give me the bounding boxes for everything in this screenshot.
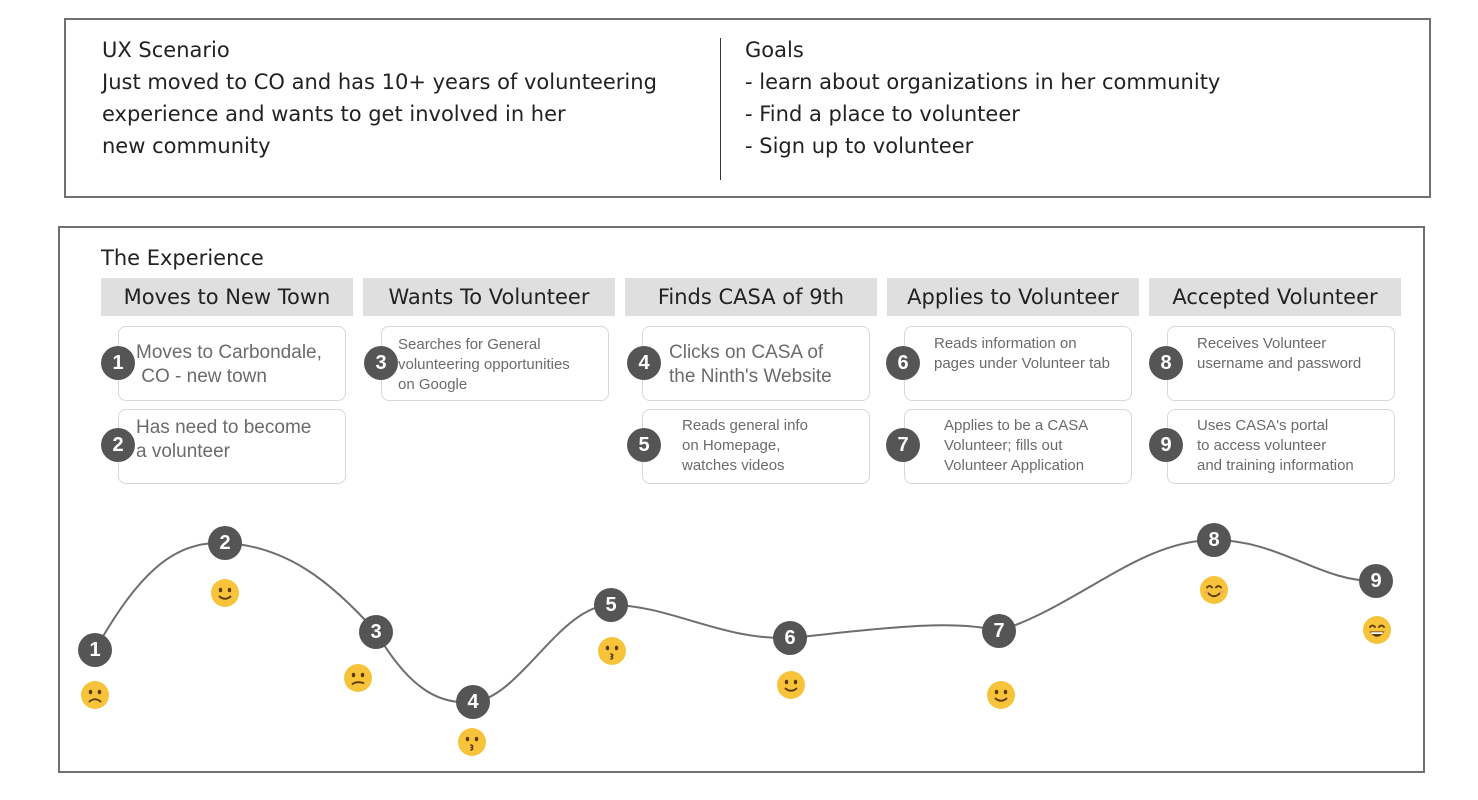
grinning-face-icon <box>1363 616 1391 644</box>
goals-title: Goals <box>745 38 804 62</box>
phase-header: Moves to New Town <box>101 278 353 316</box>
step-card <box>381 326 609 401</box>
slightly-smiling-face-icon <box>211 579 239 607</box>
step-card <box>1167 409 1395 484</box>
step-number-badge: 5 <box>627 428 661 462</box>
section-divider <box>720 38 721 180</box>
goal-item: - Sign up to volunteer <box>745 134 974 158</box>
journey-point-badge: 7 <box>982 614 1016 648</box>
step-card <box>642 326 870 401</box>
experience-panel: The Experience Moves to New Town Wants T… <box>58 226 1425 773</box>
kissing-face-icon <box>598 637 626 665</box>
phase-header: Finds CASA of 9th <box>625 278 877 316</box>
journey-point-badge: 5 <box>594 588 628 622</box>
phase-header: Wants To Volunteer <box>363 278 615 316</box>
slightly-smiling-face-icon <box>987 681 1015 709</box>
phase-header: Accepted Volunteer <box>1149 278 1401 316</box>
kissing-face-icon <box>458 728 486 756</box>
step-number-badge: 6 <box>886 346 920 380</box>
frowning-face-icon <box>81 681 109 709</box>
scenario-line: new community <box>102 134 271 158</box>
step-number-badge: 3 <box>364 346 398 380</box>
scenario-line: experience and wants to get involved in … <box>102 102 566 126</box>
scenario-section: UX Scenario Just moved to CO and has 10+… <box>102 34 657 162</box>
confused-face-icon <box>344 664 372 692</box>
step-number-badge: 2 <box>101 428 135 462</box>
step-card <box>904 409 1132 484</box>
experience-title: The Experience <box>101 246 264 270</box>
journey-point-badge: 2 <box>208 526 242 560</box>
step-card <box>904 326 1132 401</box>
step-number-badge: 7 <box>886 428 920 462</box>
step-card <box>118 409 346 484</box>
goal-item: - Find a place to volunteer <box>745 102 1020 126</box>
journey-point-badge: 1 <box>78 633 112 667</box>
journey-point-badge: 8 <box>1197 523 1231 557</box>
step-number-badge: 8 <box>1149 346 1183 380</box>
smiling-eyes-face-icon <box>1200 576 1228 604</box>
step-number-badge: 1 <box>101 346 135 380</box>
step-number-badge: 4 <box>627 346 661 380</box>
journey-point-badge: 3 <box>359 615 393 649</box>
journey-point-badge: 6 <box>773 621 807 655</box>
journey-line <box>94 538 1377 704</box>
goals-section: Goals - learn about organizations in her… <box>745 34 1220 162</box>
journey-point-badge: 4 <box>456 685 490 719</box>
step-card <box>1167 326 1395 401</box>
slightly-smiling-face-icon <box>777 671 805 699</box>
step-text: Moves to Carbondale, CO - new town <box>136 342 322 387</box>
journey-point-badge: 9 <box>1359 564 1393 598</box>
scenario-panel: UX Scenario Just moved to CO and has 10+… <box>64 18 1431 198</box>
step-number-badge: 9 <box>1149 428 1183 462</box>
scenario-line: Just moved to CO and has 10+ years of vo… <box>102 70 657 94</box>
goal-item: - learn about organizations in her commu… <box>745 70 1221 94</box>
scenario-title: UX Scenario <box>102 38 230 62</box>
phase-header: Applies to Volunteer <box>887 278 1139 316</box>
